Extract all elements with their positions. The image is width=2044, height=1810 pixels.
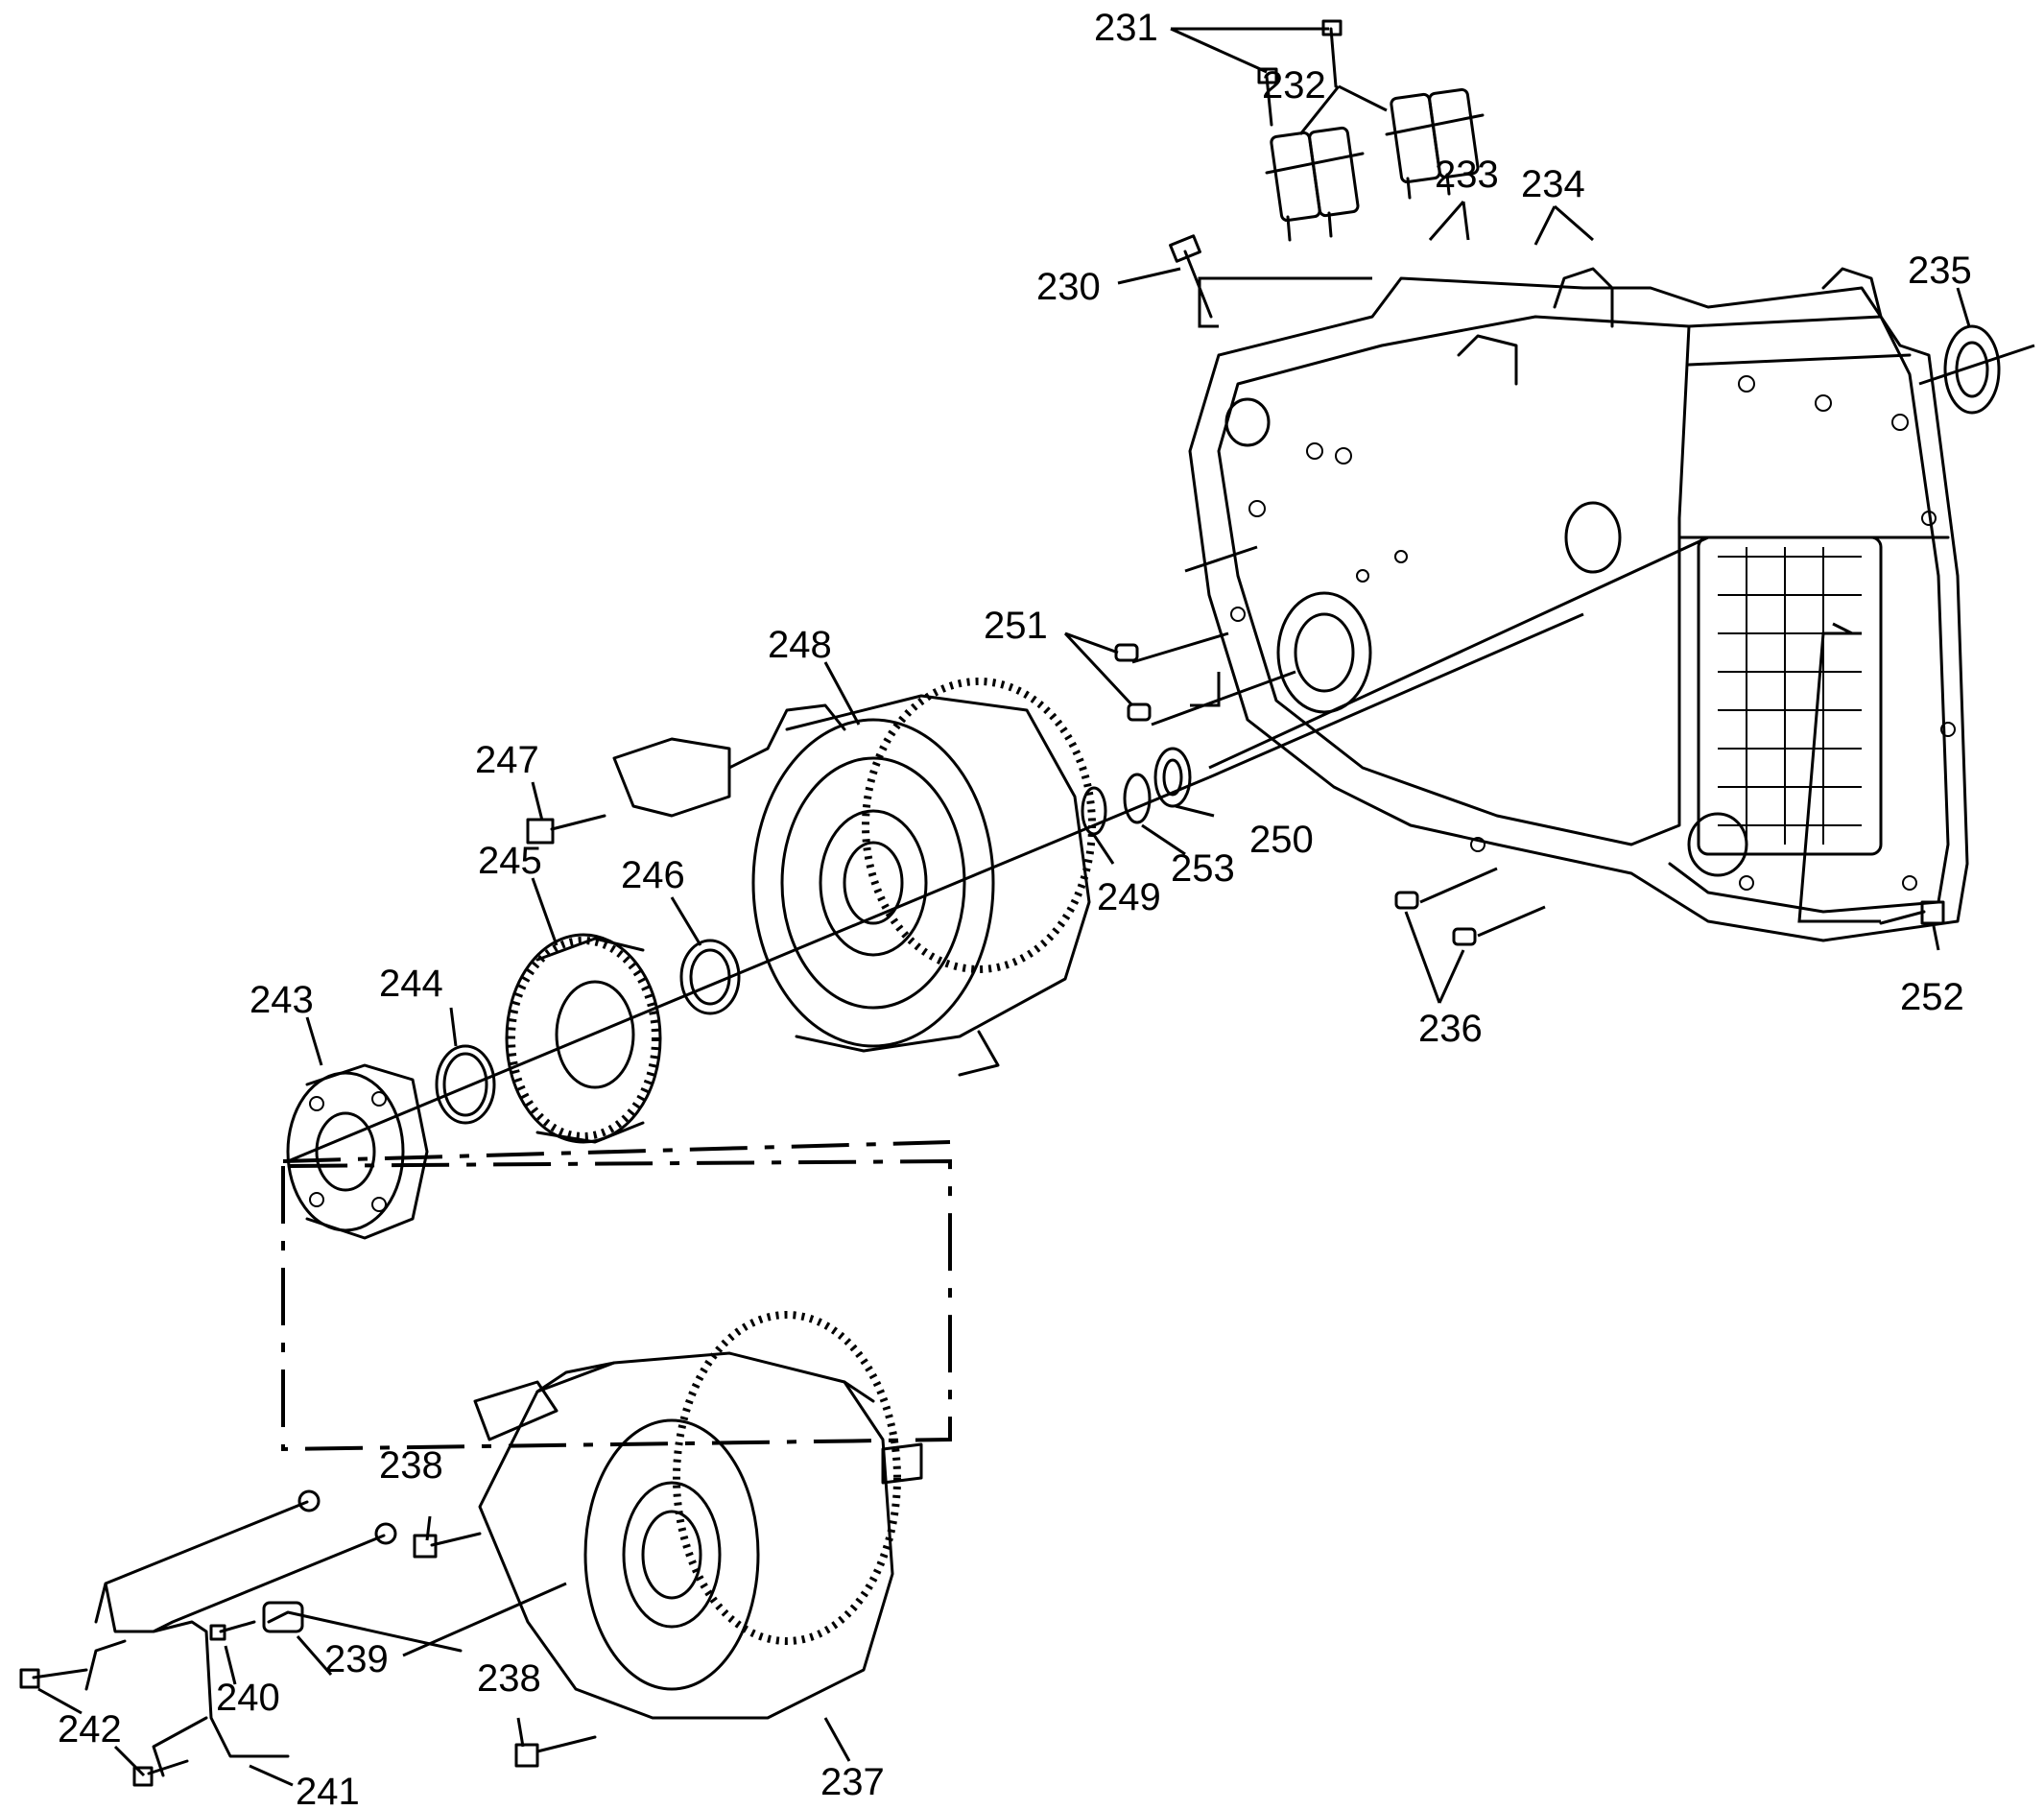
callout-232: 232 [1262,64,1326,107]
callout-237: 237 [820,1761,885,1803]
callout-234: 234 [1521,163,1585,205]
rings-249-253-250 [1081,747,1192,836]
callout-238-upper: 238 [379,1444,443,1487]
callout-245: 245 [478,840,542,882]
callout-253: 253 [1171,847,1235,890]
callout-233: 233 [1435,154,1499,196]
callout-230: 230 [1036,266,1101,308]
callout-243: 243 [250,979,314,1021]
dowel-pins [1114,643,1477,946]
callout-249: 249 [1097,876,1161,918]
bolt-252 [1879,900,1945,925]
bolts-238 [413,1532,597,1768]
callout-251: 251 [984,605,1048,647]
callout-235: 235 [1908,250,1972,292]
callout-248: 248 [768,624,832,666]
bolt-247 [526,814,606,845]
harness-241 [19,1489,463,1787]
bolt-230 [1169,234,1213,319]
motor-assembly-237 [473,1311,923,1720]
transmission-case [1188,267,1969,942]
solenoid-assembly [1257,19,1485,242]
callout-247: 247 [475,739,539,781]
callout-labels: 230 231 232 233 234 235 236 237 238 238 … [58,7,1972,1810]
leader-lines [37,27,1971,1787]
callout-240: 240 [216,1677,280,1719]
washer-244 [435,1044,496,1125]
callout-238-lower: 238 [477,1657,541,1700]
callout-244: 244 [379,963,443,1005]
callout-242: 242 [58,1708,122,1750]
seal-235 [1943,324,2001,415]
callout-246: 246 [621,854,685,896]
callout-250: 250 [1249,819,1314,861]
callout-231: 231 [1094,7,1158,49]
motor-assembly-248 [612,678,1096,1077]
callout-239: 239 [324,1638,389,1680]
callout-236: 236 [1418,1008,1483,1050]
assembly-axes [287,276,2035,1657]
callout-241: 241 [296,1771,360,1810]
callout-252: 252 [1900,976,1964,1018]
alignment-dash-line [281,1140,952,1452]
ring-gear-245 [505,933,662,1144]
carrier-243 [286,1063,429,1240]
